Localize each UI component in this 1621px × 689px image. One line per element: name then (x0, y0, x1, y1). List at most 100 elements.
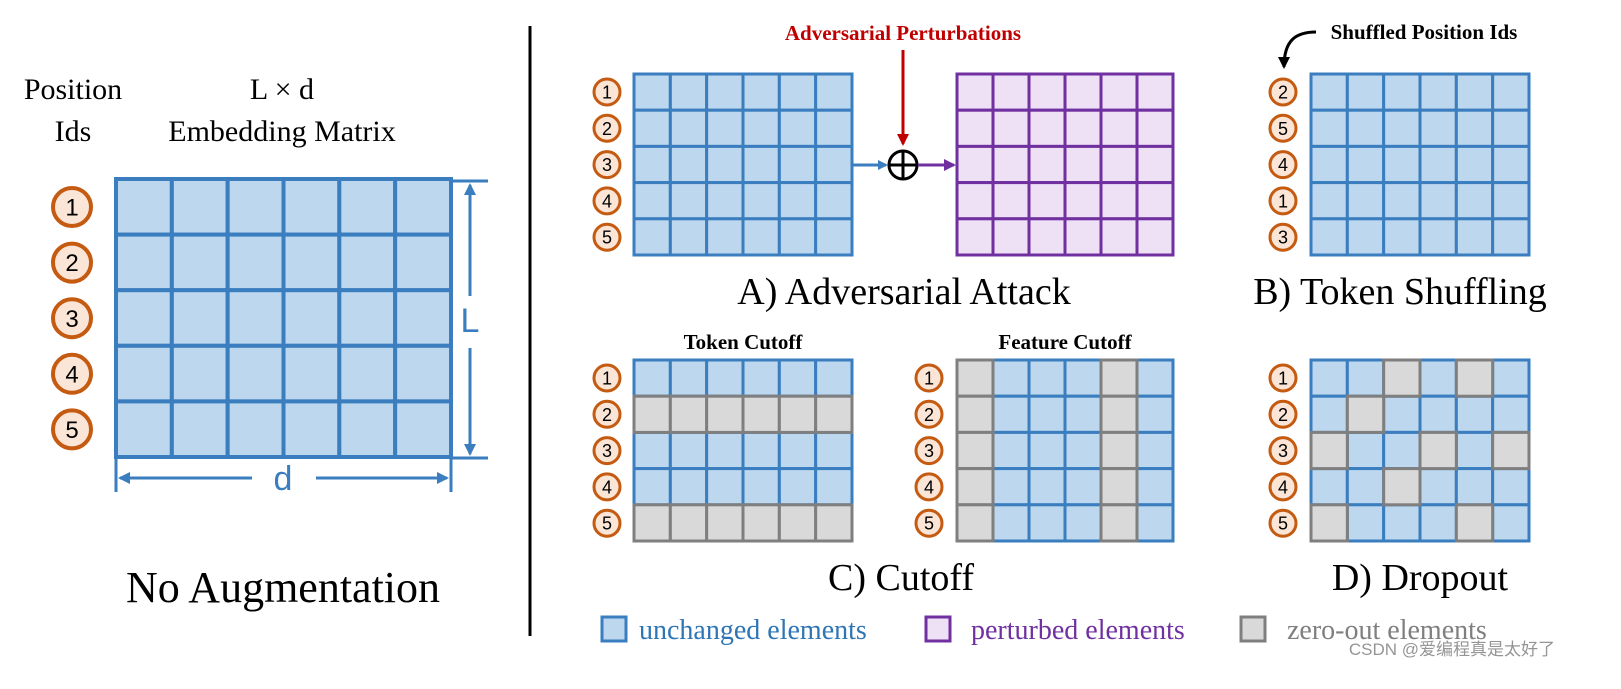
embedding-cell (1135, 467, 1175, 507)
embedding-cell (1491, 467, 1531, 507)
embedding-cell (814, 72, 854, 112)
perturbed-cell (1099, 181, 1139, 221)
position-id-badge (592, 222, 622, 252)
embedding-cell (777, 72, 818, 112)
perturbed-cell (1099, 108, 1139, 148)
zero-out-cell (1099, 503, 1139, 543)
embedding-cell (777, 181, 818, 221)
embedding-cell (1418, 503, 1458, 543)
legend-label-zero-out: zero-out elements (1287, 615, 1487, 646)
dropout-grid (1309, 358, 1531, 543)
perturbed-embedding-grid (955, 72, 1175, 257)
position-id-badge (914, 399, 944, 429)
embedding-cell (1027, 430, 1067, 471)
position-id-number: 2 (602, 119, 612, 139)
token-shuffling-title: B) Token Shuffling (1253, 271, 1547, 313)
position-id-badge (1268, 399, 1298, 429)
embedding-cell (1063, 503, 1103, 543)
embedding-cell (1063, 467, 1103, 507)
position-id-number: 5 (1278, 119, 1288, 139)
embedding-cell (705, 467, 745, 507)
embedding-cell (1454, 467, 1495, 507)
zero-out-cell (1454, 358, 1495, 398)
position-id-badge (51, 352, 93, 395)
embedding-cell (1418, 72, 1458, 112)
embedding-cell (705, 358, 745, 398)
perturbed-cell (955, 217, 995, 257)
position-id-number: 5 (924, 514, 934, 534)
d-dimension-label: d (274, 460, 293, 498)
adversarial-perturbations-label: Adversarial Perturbations (785, 21, 1021, 45)
position-id-badge (592, 363, 622, 393)
embedding-cell (281, 232, 342, 293)
embedding-cell (814, 358, 854, 398)
legend-label-unchanged: unchanged elements (639, 615, 867, 646)
shuffled-ids-arrow (1278, 30, 1317, 69)
position-id-number: 3 (1278, 441, 1288, 461)
zero-out-cell (955, 467, 995, 507)
embedding-cell (668, 181, 709, 221)
perturbed-cell (955, 72, 995, 112)
perturbed-cell (1027, 108, 1067, 148)
embedding-cell (393, 343, 453, 404)
embedding-cell (1382, 430, 1422, 471)
position-id-number: 2 (65, 250, 78, 277)
embedding-cell (668, 217, 709, 257)
embedding-cell (741, 358, 781, 398)
embedding-cell (814, 430, 854, 471)
no-augmentation-panel: Position Ids L × d Embedding Matrix 1234… (24, 73, 488, 612)
embedding-cell (1454, 394, 1495, 434)
embedding-cell (777, 108, 818, 148)
position-id-badge (1268, 77, 1298, 107)
position-id-badge (1268, 150, 1298, 180)
zero-out-cell (1099, 430, 1139, 471)
position-id-badge (1268, 186, 1298, 216)
embedding-cell (777, 144, 818, 185)
embedding-cell (1491, 394, 1531, 434)
position-id-number: 5 (602, 514, 612, 534)
embedding-cell (991, 503, 1031, 543)
embedding-cell (1418, 394, 1458, 434)
l-dimension-label: L (461, 302, 480, 340)
position-id-badge (1268, 363, 1298, 393)
embedding-cell (225, 343, 286, 404)
perturbed-cell (1135, 144, 1175, 185)
perturbed-cell (1027, 72, 1067, 112)
embedding-cell (741, 467, 781, 507)
embedding-cell (114, 177, 174, 237)
perturbed-cell (955, 181, 995, 221)
position-id-number: 4 (924, 477, 934, 497)
position-id-badge (592, 113, 622, 143)
position-id-number: 4 (1278, 155, 1288, 175)
position-id-number: 4 (602, 477, 612, 497)
embedding-cell (1027, 467, 1067, 507)
embedding-cell (1454, 108, 1495, 148)
position-id-badge (914, 363, 944, 393)
position-id-badge (592, 399, 622, 429)
embedding-cell (1382, 503, 1422, 543)
embedding-cell (632, 181, 672, 221)
embedding-cell (814, 181, 854, 221)
position-id-number: 1 (1278, 191, 1288, 211)
embedding-cell (1491, 144, 1531, 185)
position-id-number: 5 (602, 228, 612, 248)
zero-out-cell (1491, 430, 1531, 471)
embedding-cell (1063, 430, 1103, 471)
embedding-cell (632, 72, 672, 112)
embedding-cell (741, 217, 781, 257)
zero-out-cell (705, 394, 745, 434)
embedding-cell (1345, 144, 1386, 185)
perturbed-cell (991, 108, 1031, 148)
embedding-cell (337, 343, 398, 404)
embedding-cell (1454, 144, 1495, 185)
position-id-badge (914, 472, 944, 502)
position-id-badge (51, 408, 93, 451)
embedding-cell (814, 144, 854, 185)
zero-out-cell (777, 394, 818, 434)
embedding-cell (393, 232, 453, 293)
